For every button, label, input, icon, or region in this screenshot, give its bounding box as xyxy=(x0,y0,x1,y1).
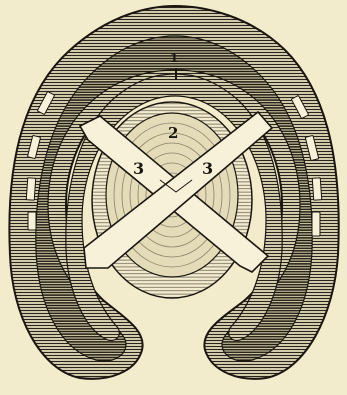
right-bar-label: 3 xyxy=(202,159,213,178)
nail-hole xyxy=(312,212,320,236)
nail-hole xyxy=(312,178,322,201)
nail-hole xyxy=(28,212,36,230)
nail-hole xyxy=(26,178,36,201)
left-bar-label: 3 xyxy=(133,159,144,178)
toe-marker-label: 1 xyxy=(170,51,178,65)
frog-label: 2 xyxy=(168,124,178,142)
